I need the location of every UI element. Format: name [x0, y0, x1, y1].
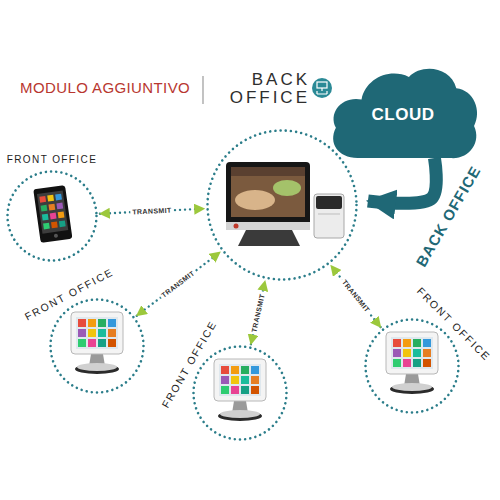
screen-tile: [56, 203, 63, 210]
cloud-node: CLOUD: [328, 60, 478, 158]
screen-tile: [43, 223, 50, 230]
transmit-link: [331, 266, 381, 327]
screen-tile: [47, 195, 54, 202]
terminal-strip: [226, 222, 310, 230]
sync-arrow: [368, 158, 436, 203]
link-label: TRANSMIT: [158, 267, 198, 300]
screen-tile: [59, 220, 66, 227]
printer-slot: [318, 214, 340, 215]
screen-tile: [58, 211, 65, 218]
tablet-screen: [37, 190, 68, 233]
screen-tile: [48, 204, 55, 211]
arrow-label: BACK OFFICE: [412, 163, 483, 270]
screen-tile: [51, 222, 58, 229]
header-separator: [202, 76, 203, 104]
tablet: [33, 185, 72, 243]
dotted-circle: [8, 172, 97, 261]
logo-text: BACK OFFICE: [208, 71, 310, 107]
front-office-label: FRONT OFFICE: [7, 154, 98, 165]
link-label: TRANSMIT: [130, 206, 174, 217]
diagram-title: MODULO AGGIUNTIVO: [20, 79, 190, 97]
screen-tile: [50, 213, 57, 220]
link-label: TRANSMIT: [249, 291, 267, 335]
tablet-button: [54, 234, 59, 239]
screen-tile: [41, 205, 48, 212]
transmit-link: [137, 252, 220, 315]
back-office-icon: [312, 78, 332, 98]
printer-top: [316, 196, 342, 209]
tablet-body: [33, 185, 72, 243]
dotted-circle: [208, 131, 357, 280]
pos-terminal: [71, 312, 123, 374]
terminal-logo: [234, 224, 239, 229]
dotted-circle: [366, 320, 459, 413]
screen-tile: [55, 194, 62, 201]
icon-screen: [317, 82, 327, 88]
screen-tile: [39, 196, 46, 203]
terminal-stand: [238, 230, 300, 246]
screen-tile: [42, 214, 49, 221]
pos-terminal: [386, 332, 438, 394]
terminal-screen: [231, 167, 305, 217]
main-terminal: [226, 162, 310, 246]
screen-picture: [273, 180, 301, 196]
dotted-circle: [194, 347, 287, 440]
link-label: TRANSMIT: [339, 277, 373, 316]
screen-picture: [235, 190, 275, 210]
icon-circle: [312, 78, 332, 98]
pos-terminal: [214, 359, 266, 421]
screen-band: [231, 167, 305, 176]
cloud-label: CLOUD: [372, 105, 435, 125]
front-office-label: FRONT OFFICE: [159, 318, 219, 410]
dotted-circle: [51, 300, 144, 393]
icon-network: [317, 88, 327, 94]
terminal-body: [226, 162, 310, 230]
cloud-shape: [333, 69, 477, 158]
receipt-printer: [314, 194, 344, 238]
printer-body: [314, 194, 344, 238]
